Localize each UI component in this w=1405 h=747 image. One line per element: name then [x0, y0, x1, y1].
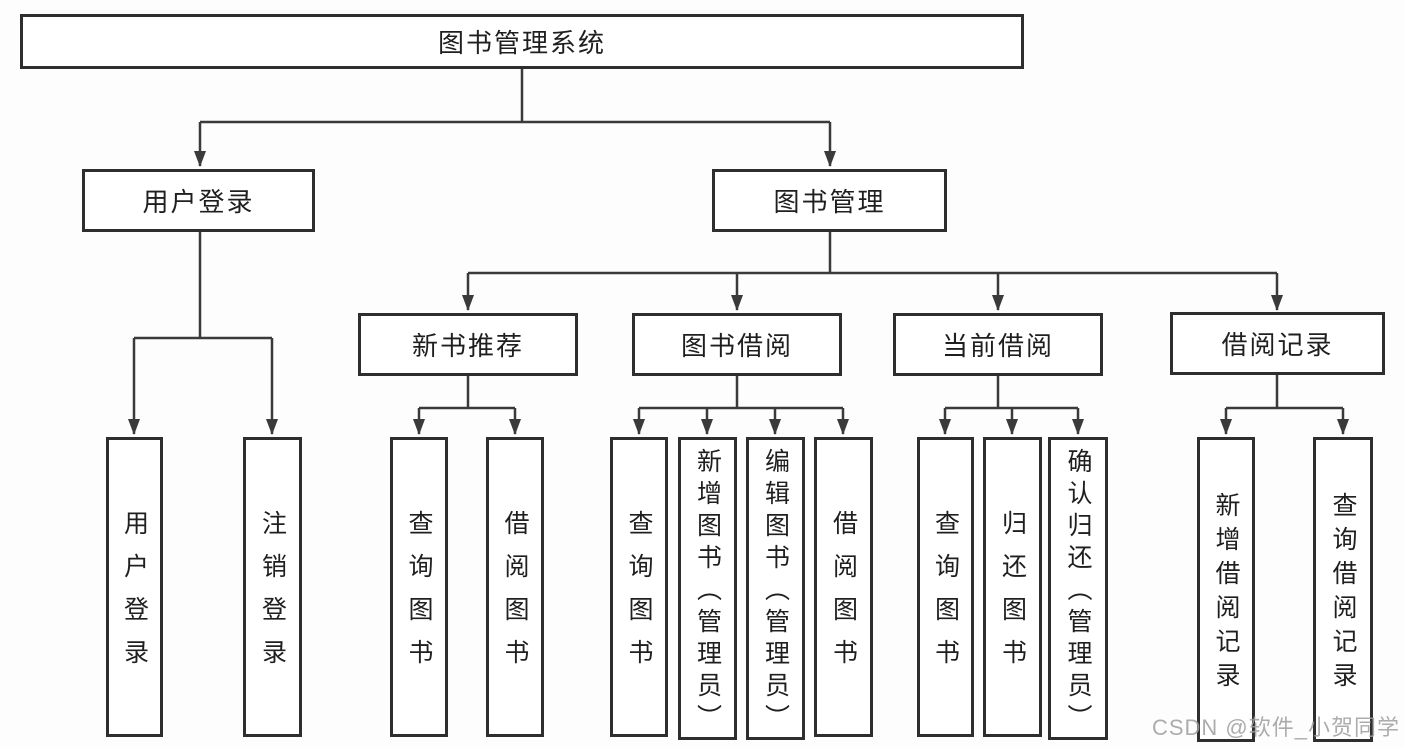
leaf-label: 确认归还（管理员）: [1064, 448, 1092, 736]
leaf-label: 注销登录: [258, 510, 287, 682]
node-book-borrow: 图书借阅: [632, 313, 842, 376]
node-user-login-branch: 用户登录: [82, 169, 315, 232]
leaf-label: 新增图书（管理员）: [693, 448, 722, 736]
leaf-label: 借阅图书: [501, 510, 529, 682]
leaf-query-borrow-record: 查询借阅记录: [1313, 437, 1373, 742]
node-new-book-recommend: 新书推荐: [358, 313, 578, 376]
node-book-management-branch: 图书管理: [712, 169, 947, 232]
leaf-label: 查询图书: [625, 510, 653, 682]
leaf-label: 归还图书: [998, 510, 1027, 682]
node-borrow-records: 借阅记录: [1170, 312, 1385, 375]
leaf-label: 查询图书: [931, 510, 960, 682]
csdn-watermark: CSDN @软件_小贺同学: [1151, 715, 1400, 740]
leaf-borrow-books: 借阅图书: [814, 437, 873, 737]
leaf-return-books: 归还图书: [983, 437, 1042, 737]
leaf-add-books-admin: 新增图书（管理员）: [678, 437, 737, 740]
leaf-query-books: 查询图书: [610, 437, 668, 737]
leaf-edit-books-admin: 编辑图书（管理员）: [746, 437, 805, 740]
leaf-label: 查询图书: [405, 510, 433, 682]
leaf-label: 新增借阅记录: [1212, 492, 1240, 696]
leaf-query-books: 查询图书: [390, 437, 448, 737]
leaf-label: 用户登录: [120, 510, 149, 682]
node-root-system: 图书管理系统: [20, 14, 1024, 69]
leaf-label: 借阅图书: [829, 510, 858, 682]
leaf-query-books: 查询图书: [917, 437, 974, 737]
leaf-add-borrow-record: 新增借阅记录: [1197, 437, 1255, 742]
leaf-label: 查询借阅记录: [1329, 492, 1357, 696]
leaf-user-login: 用户登录: [106, 437, 163, 737]
leaf-confirm-return-admin: 确认归还（管理员）: [1048, 437, 1108, 740]
leaf-borrow-books: 借阅图书: [486, 437, 544, 737]
leaf-label: 编辑图书（管理员）: [761, 448, 790, 736]
leaf-logout: 注销登录: [243, 437, 302, 737]
node-current-borrow: 当前借阅: [893, 313, 1103, 376]
